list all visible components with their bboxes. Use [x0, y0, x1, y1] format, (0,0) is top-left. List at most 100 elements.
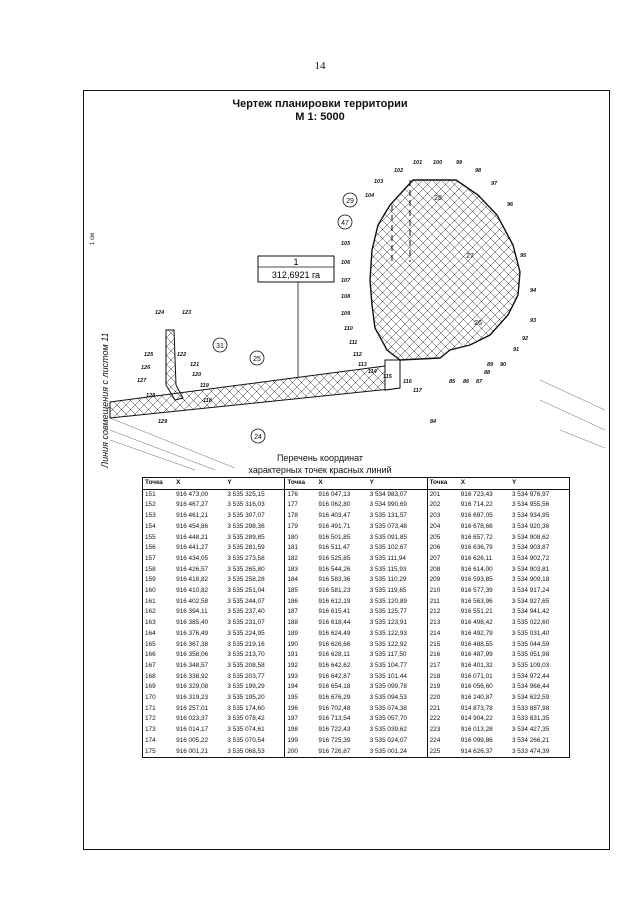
table-cell: 3 535 273,58 [227, 554, 265, 562]
table-cell: 3 535 120,89 [369, 597, 407, 605]
table-cell: 3 535 258,28 [227, 576, 265, 584]
table-cell: 3 535 057,70 [369, 715, 407, 723]
drawing-frame [83, 90, 610, 850]
branch-strip [165, 329, 184, 401]
table-cell: 916 367,38 [176, 640, 209, 648]
zone-label: 25 [253, 356, 261, 363]
table-cell: 174 [145, 736, 156, 744]
table-cell: 3 534 622,59 [511, 694, 550, 702]
point-label: 120 [192, 372, 201, 378]
table-cell: 178 [284, 511, 317, 522]
table-cell: 3 535 073,48 [369, 522, 407, 530]
table-cell: 916 448,21 [176, 533, 209, 541]
table-cell: 3 535 091,85 [369, 533, 407, 541]
table-cell: 3 534 903,81 [511, 565, 550, 573]
table-cell: 916 654,18 [318, 683, 351, 691]
table-cell: 3 535 289,85 [227, 533, 265, 541]
table-cell: 916 454,86 [176, 522, 209, 530]
table-cell: 916 062,80 [318, 501, 351, 509]
table-cell: 3 535 109,03 [511, 661, 550, 669]
table-cell: 3 535 039,62 [369, 726, 407, 734]
zone-29-marker [342, 192, 358, 208]
table-cell: 3 535 051,98 [511, 651, 550, 659]
table-cell: 3 534 976,97 [511, 490, 550, 498]
table-cell: 214 [426, 628, 459, 640]
table-cell: 175 [145, 747, 156, 755]
header-cell: X [174, 477, 226, 490]
point-label: 101 [413, 160, 422, 166]
table-cell: 916 385,40 [176, 619, 209, 627]
table-cell: 3 534 927,65 [511, 597, 550, 605]
table-cell: 916 056,60 [460, 683, 493, 691]
point-label: 105 [341, 241, 351, 247]
table-cell: 916 722,43 [318, 726, 351, 734]
table-cell: 916 014,17 [176, 726, 209, 734]
table-cell: 153 [145, 512, 156, 520]
point-label: 127 [137, 378, 147, 384]
zone-25-marker [249, 350, 265, 366]
table-cell: 916 376,49 [176, 629, 209, 637]
table-cell: 916 626,11 [460, 554, 493, 562]
header-cell: Y [225, 477, 285, 490]
header-cell: X [316, 477, 368, 490]
table-cell: 916 348,57 [176, 661, 209, 669]
table-cell: 916 329,08 [176, 683, 209, 691]
table-cell: 916 612,19 [318, 597, 351, 605]
table-cell: 3 535 195,20 [227, 694, 265, 702]
point-label: 93 [530, 318, 536, 324]
table-cell: 916 467,27 [176, 501, 209, 509]
table-title-line2: характерных точек красных линий [248, 465, 392, 475]
table-cell: 206 [426, 543, 459, 554]
point-label: 84 [430, 419, 436, 425]
table-cell: 197 [284, 714, 317, 726]
point-label: 126 [141, 365, 151, 371]
table-cell: 916 410,82 [176, 587, 209, 595]
point-label: 102 [394, 168, 403, 174]
point-label: 95 [520, 253, 527, 259]
point-label: 89 [487, 362, 494, 368]
zone-24-marker [250, 428, 266, 444]
table-cell: 3 535 208,58 [227, 661, 265, 669]
table-cell: 3 535 199,29 [227, 683, 265, 691]
table-cell: 3 535 237,40 [227, 608, 265, 616]
table-cell: 184 [284, 575, 317, 587]
table-cell: 916 583,36 [318, 576, 351, 584]
table-cell: 179 [284, 521, 317, 533]
table-cell: 3 535 298,36 [227, 522, 265, 530]
table-cell: 3 535 068,53 [227, 747, 265, 755]
table-cell: 221 [426, 703, 459, 715]
point-label: 108 [341, 294, 351, 300]
table-cell: 3 535 101,44 [369, 672, 407, 680]
zone-label: 26 [474, 320, 482, 327]
table-cell: 916 402,58 [176, 597, 209, 605]
table-cell: 177 [284, 500, 317, 512]
point-label: 118 [203, 398, 213, 404]
table-cell: 159 [145, 576, 156, 584]
table-cell: 162 [145, 608, 156, 616]
point-label: 106 [341, 260, 351, 266]
table-cell: 3 533 474,39 [511, 747, 550, 755]
table-cell: 3 535 122,93 [369, 629, 407, 637]
table-cell: 3 535 213,70 [227, 651, 265, 659]
table-cell: 3 535 117,50 [369, 651, 407, 659]
zone-label: 27 [466, 253, 474, 260]
table-cell: 916 013,28 [460, 726, 493, 734]
table-cell: 3 534 909,18 [511, 576, 550, 584]
table-cell: 916 358,06 [176, 651, 209, 659]
point-label: 124 [155, 310, 164, 316]
table-title: Перечень координат характерных точек кра… [0, 452, 640, 476]
map-title-text: Чертеж планировки территории [232, 98, 408, 110]
table-cell: 916 626,66 [318, 640, 351, 648]
table-cell: 170 [145, 694, 156, 702]
table-cell: 167 [145, 661, 156, 669]
table-cell: 3 535 074,38 [369, 704, 407, 712]
point-label: 87 [476, 379, 483, 385]
